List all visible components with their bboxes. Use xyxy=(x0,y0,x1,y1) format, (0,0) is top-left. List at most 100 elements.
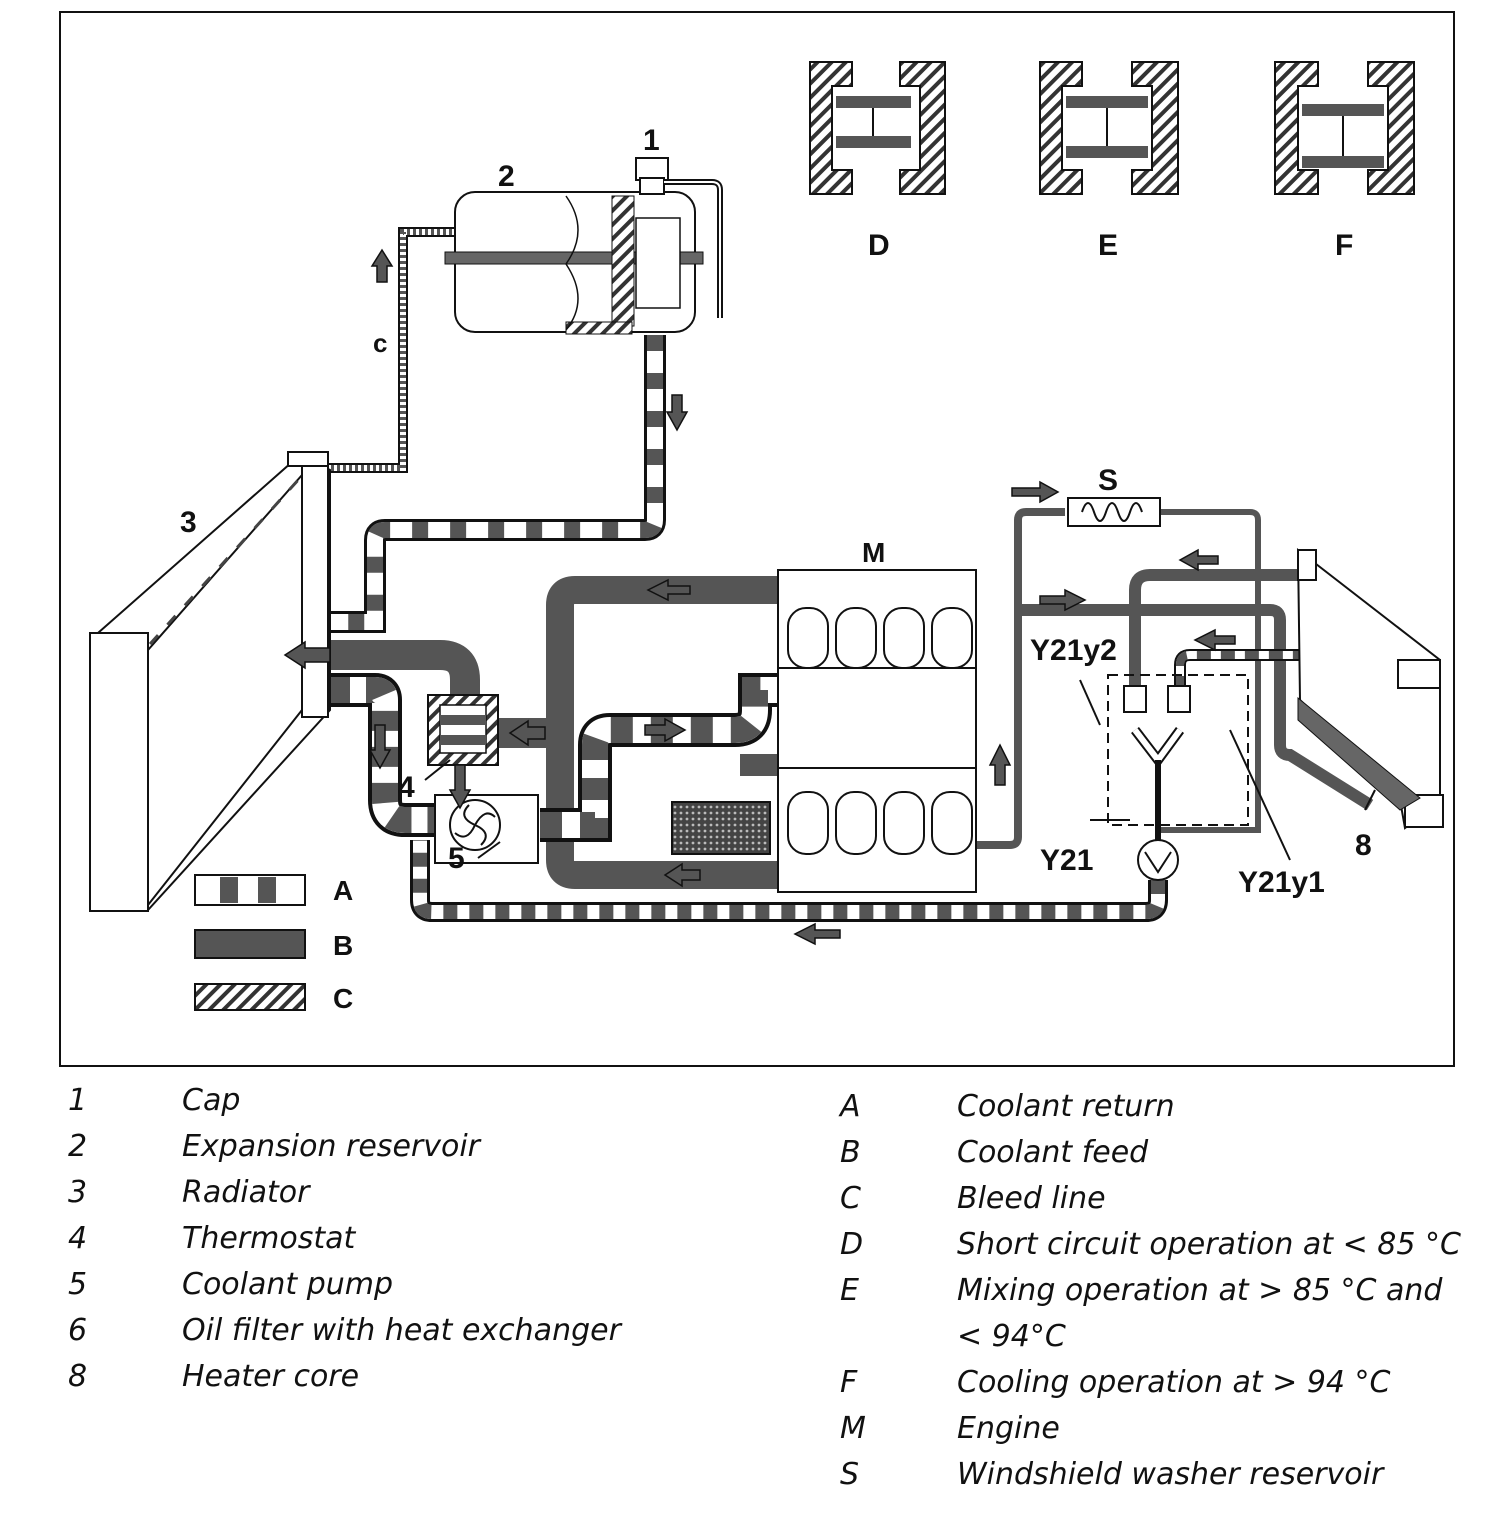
legend-text: Cooling operation at > 94 °C xyxy=(957,1365,1391,1400)
label-valve-e: E xyxy=(1098,229,1118,262)
thermostat xyxy=(427,694,499,766)
label-y21y1: Y21y1 xyxy=(1238,866,1325,899)
oil-filter-heat-exchanger xyxy=(671,801,771,855)
arrow-left-bypass xyxy=(508,719,546,747)
legend-text: Expansion reservoir xyxy=(182,1129,481,1164)
legend-row: 5 Coolant pump xyxy=(68,1262,688,1308)
diagram-frame xyxy=(59,11,1455,1067)
label-pump: 5 xyxy=(448,842,465,875)
flow-arrows xyxy=(283,248,1236,946)
legend-row: 8 Heater core xyxy=(68,1354,688,1400)
label-valve-d: D xyxy=(868,229,890,262)
legend-text: Windshield washer reservoir xyxy=(957,1457,1384,1492)
label-washer: S xyxy=(1098,464,1118,497)
legend-text: Cap xyxy=(182,1083,241,1118)
arrow-left-heater-2 xyxy=(1193,628,1236,652)
legend-key: M xyxy=(840,1411,866,1446)
arrow-up-heater-feed xyxy=(988,743,1012,786)
legend-key: B xyxy=(840,1135,861,1170)
legend-key: 5 xyxy=(68,1267,88,1302)
label-reservoir: 2 xyxy=(498,160,515,193)
legend-text: Oil filter with heat exchanger xyxy=(182,1313,621,1348)
arrow-left-radiator xyxy=(283,640,331,670)
radiator-feed-pipe xyxy=(125,640,480,705)
legend-text: Radiator xyxy=(182,1175,310,1210)
arrow-down-thermostat xyxy=(448,764,472,810)
label-bleed-line: c xyxy=(373,328,387,358)
legend-key: C xyxy=(840,1181,861,1216)
legend-row: 2 Expansion reservoir xyxy=(68,1124,688,1170)
legend-key: 1 xyxy=(68,1083,88,1118)
expansion-reservoir xyxy=(444,191,704,335)
engine-cylinders-bottom xyxy=(787,791,973,855)
key-swatch-a xyxy=(194,874,306,906)
arrow-up-bleed xyxy=(370,248,394,283)
arrow-right-branch xyxy=(1039,588,1087,612)
legend-components: 1 Cap 2 Expansion reservoir 3 Radiator 4 The… xyxy=(68,1078,688,1400)
legend-row: 6 Oil filter with heat exchanger xyxy=(68,1308,688,1354)
cap xyxy=(635,157,723,318)
legend-row: S Windshield washer reservoir xyxy=(840,1452,1480,1498)
legend-text: Engine xyxy=(957,1411,1060,1446)
heater-return-pipe xyxy=(410,840,1168,922)
legend-key: E xyxy=(840,1273,859,1308)
label-cap: 1 xyxy=(643,124,660,157)
legend-row: 4 Thermostat xyxy=(68,1216,688,1262)
legend-key: D xyxy=(840,1227,864,1262)
valve-diagram-f xyxy=(1274,61,1415,195)
heater-feed-pipe xyxy=(975,508,1065,849)
key-label-b: B xyxy=(333,930,353,961)
heater-core xyxy=(1296,547,1444,830)
washer-outlet-pipe xyxy=(1160,509,1261,833)
legend-row: F Cooling operation at > 94 °C xyxy=(840,1360,1480,1406)
label-valve-f: F xyxy=(1335,229,1353,262)
arrow-right-washer xyxy=(1011,480,1060,504)
cooling-system-diagram: 1 2 3 4 5 8 M S c D E F Y21 Y21y1 Y21y2 … xyxy=(59,11,1455,1067)
legend-key: A xyxy=(840,1089,861,1124)
label-y21: Y21 xyxy=(1040,844,1093,877)
legend-key: 3 xyxy=(68,1175,88,1210)
legend-text: Thermostat xyxy=(182,1221,356,1256)
arrow-down-outlet xyxy=(368,724,392,770)
legend-text: Heater core xyxy=(182,1359,360,1394)
legend-key: 2 xyxy=(68,1129,88,1164)
label-radiator: 3 xyxy=(180,506,197,539)
label-y21y2: Y21y2 xyxy=(1030,634,1117,667)
legend-key: 8 xyxy=(68,1359,88,1394)
legend-row: A Coolant return xyxy=(840,1084,1480,1130)
reservoir-return-pipe xyxy=(330,335,666,633)
engine-cylinders-top xyxy=(787,607,973,669)
legend-text: Coolant pump xyxy=(182,1267,394,1302)
legend-key: S xyxy=(840,1457,860,1492)
legend-row: D Short circuit operation at < 85 °C xyxy=(840,1222,1480,1268)
legend-key: F xyxy=(840,1365,858,1400)
legend-row: 3 Radiator xyxy=(68,1170,688,1216)
arrow-left-heater-1 xyxy=(1178,548,1219,572)
key-swatch-c xyxy=(194,983,306,1011)
bleed-line-pipe xyxy=(325,227,455,473)
label-thermostat: 4 xyxy=(398,771,415,804)
duo-valve-y21 xyxy=(1107,674,1249,881)
radiator xyxy=(89,451,331,912)
label-engine: M xyxy=(862,537,885,568)
label-heater: 8 xyxy=(1355,829,1372,862)
legend-row: < 94°C xyxy=(840,1314,1480,1360)
heater-branch-pipe xyxy=(1018,604,1374,811)
legend-text: Short circuit operation at < 85 °C xyxy=(957,1227,1461,1262)
legend-text: Coolant return xyxy=(957,1089,1175,1124)
arrow-down-reservoir xyxy=(665,394,689,432)
key-label-a: A xyxy=(333,875,353,906)
arrow-left-engine-bottom xyxy=(663,862,701,888)
leader-lines xyxy=(424,679,1376,861)
legend-row: 1 Cap xyxy=(68,1078,688,1124)
legend-key: 4 xyxy=(68,1221,88,1256)
key-swatch-b xyxy=(194,929,306,959)
valve-diagram-e xyxy=(1039,61,1179,195)
engine xyxy=(777,569,977,893)
arrow-left-return xyxy=(793,922,841,946)
legend-key: 6 xyxy=(68,1313,88,1348)
arrow-left-engine-top xyxy=(646,578,691,602)
